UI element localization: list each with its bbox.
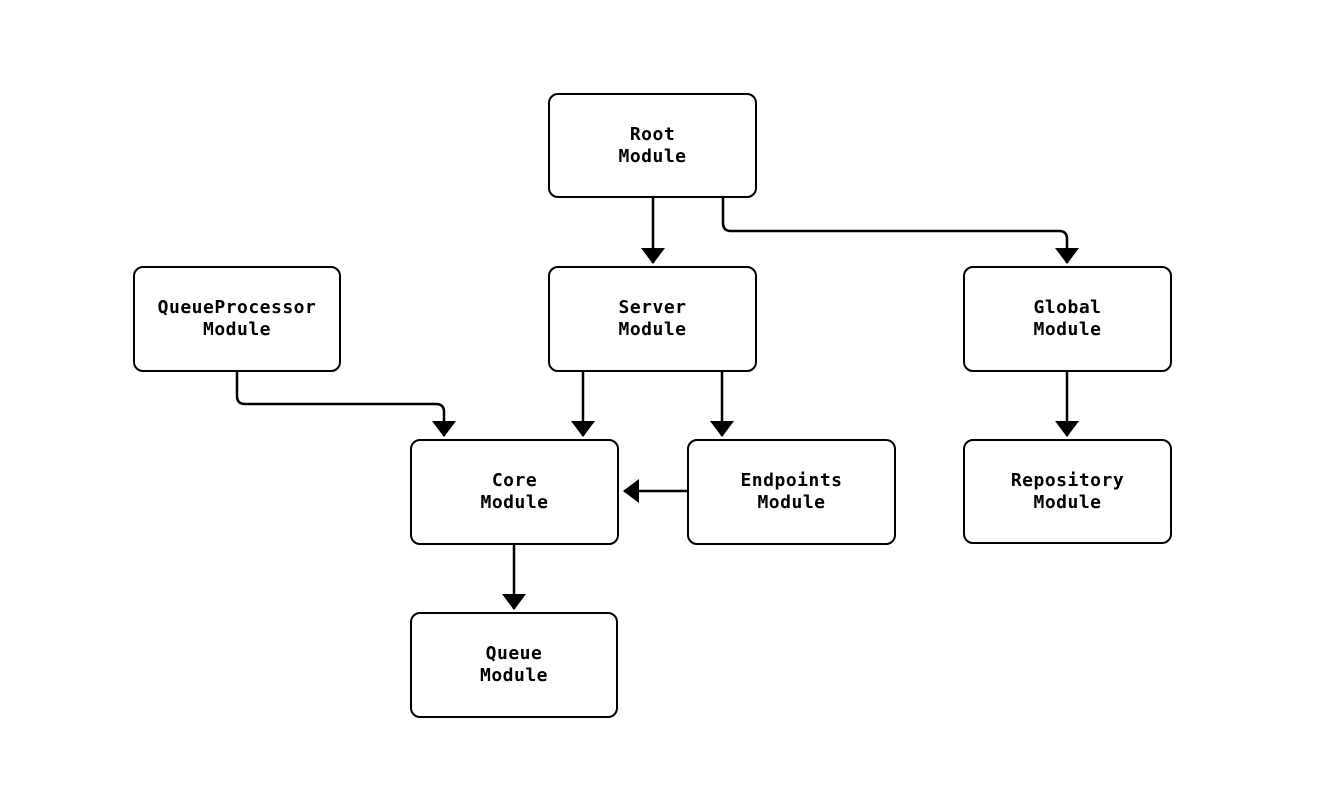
- node-endpoints-module-label: Endpoints Module: [740, 470, 843, 513]
- node-queue-module: Queue Module: [410, 612, 618, 718]
- node-server-module: Server Module: [548, 266, 757, 372]
- node-repository-module-label: Repository Module: [1010, 469, 1125, 513]
- node-queue-module-label: Queue Module: [479, 643, 549, 686]
- edge-root-to-global: [721, 198, 1079, 264]
- edge-queueprocessor-to-core: [235, 372, 456, 437]
- node-root-module-label: Root Module: [618, 123, 687, 167]
- node-queueprocessor-module: QueueProcessor Module: [133, 266, 341, 372]
- node-server-module-label: Server Module: [618, 297, 687, 340]
- node-global-module: Global Module: [963, 266, 1172, 372]
- node-queueprocessor-module-label: QueueProcessor Module: [157, 297, 317, 340]
- node-core-module-label: Core Module: [480, 470, 549, 513]
- node-core-module: Core Module: [410, 439, 619, 545]
- node-global-module-label: Global Module: [1033, 297, 1102, 340]
- node-endpoints-module: Endpoints Module: [687, 439, 896, 545]
- node-repository-module: Repository Module: [963, 439, 1172, 544]
- node-root-module: Root Module: [548, 93, 757, 198]
